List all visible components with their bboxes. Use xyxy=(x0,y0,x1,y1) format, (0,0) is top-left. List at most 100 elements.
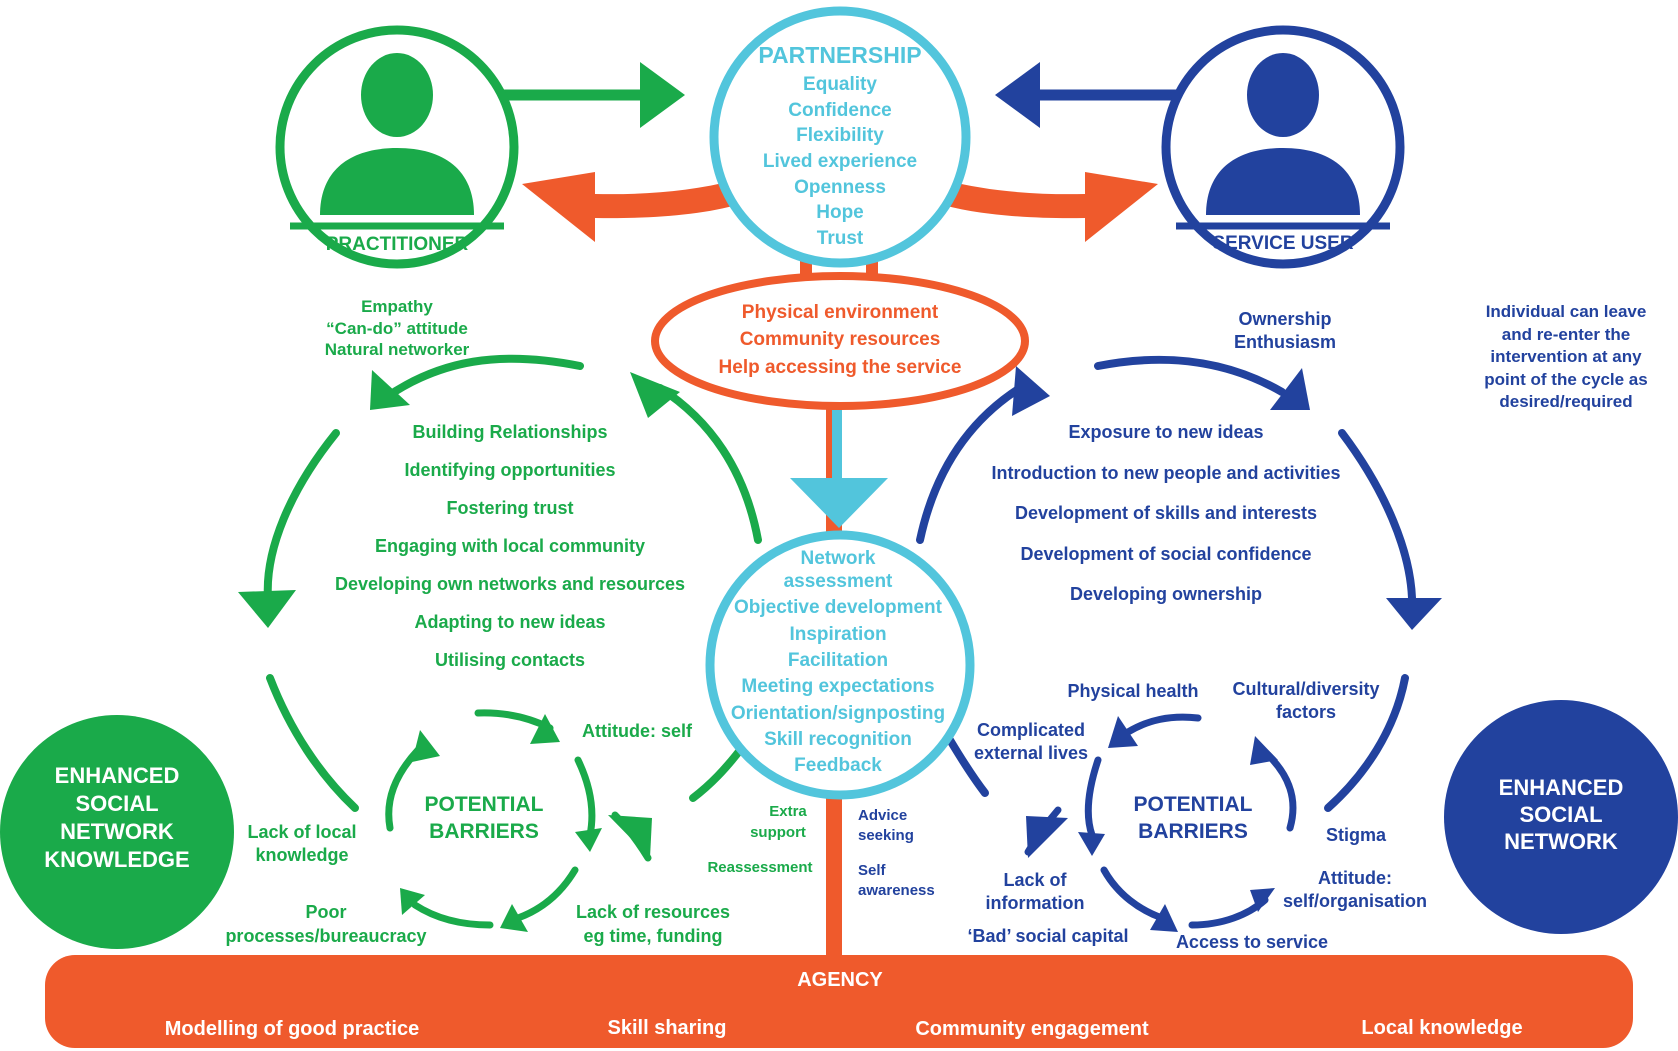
green-arrow-head xyxy=(640,62,685,128)
outcome-right-line: ENHANCED xyxy=(1499,775,1624,800)
partnership-item: Flexibility xyxy=(796,125,884,146)
center-item: Network xyxy=(801,548,876,569)
agency-item-skill-sharing: Skill sharing xyxy=(608,1017,727,1039)
right-barrier-arrowhead-5 xyxy=(1250,736,1278,765)
partnership-item: Equality xyxy=(803,74,877,95)
practitioner-trait: “Can-do” attitude xyxy=(326,319,468,338)
extra-support-label: support xyxy=(750,824,806,841)
service-user-cycle-item: Introduction to new people and activitie… xyxy=(991,463,1340,483)
right-barrier-physical-health: Physical health xyxy=(1067,681,1198,701)
service-user-label: SERVICE USER xyxy=(1212,233,1353,254)
intervention-note-line: intervention at any xyxy=(1490,347,1642,366)
left-barrier-lack-local: knowledge xyxy=(255,845,348,865)
center-item: Inspiration xyxy=(789,624,886,645)
practitioner-cycle-item: Utilising contacts xyxy=(435,650,585,670)
outcome-right-line: NETWORK xyxy=(1504,829,1618,854)
practitioner-cycle-item: Developing own networks and resources xyxy=(335,574,685,594)
service-user-cycle-item: Developing ownership xyxy=(1070,584,1262,604)
blue-arrowhead-top xyxy=(1270,368,1310,410)
practitioner-head-icon xyxy=(361,53,433,137)
left-barrier-arc-bottom xyxy=(514,866,579,922)
partnership-circle xyxy=(709,6,971,268)
right-barrier-arc-bottom xyxy=(1100,866,1166,922)
extra-support-label: Extra xyxy=(769,803,807,820)
service-user-trait: Enthusiasm xyxy=(1234,332,1336,352)
agency-item-community: Community engagement xyxy=(915,1018,1149,1040)
practitioner-cycle-item: Building Relationships xyxy=(412,422,607,442)
blue-cycle-arc-lower-left xyxy=(946,736,989,797)
right-barrier-cultural: Cultural/diversity xyxy=(1232,679,1379,699)
left-barrier-arrowhead-4 xyxy=(400,888,425,915)
practitioner-cycle-item: Fostering trust xyxy=(446,498,573,518)
service-user-cycle-arrowheads xyxy=(1012,366,1442,630)
center-group: Network assessment Objective development… xyxy=(705,530,975,800)
green-cycle-arc-left xyxy=(263,429,340,602)
left-barriers-title: BARRIERS xyxy=(429,820,539,843)
agency-group: AGENCY Modelling of good practice Skill … xyxy=(45,370,1633,1048)
left-barrier-arc-right xyxy=(574,756,596,839)
blue-cycle-arc-lower-right xyxy=(1324,674,1409,812)
blue-cycle-arc-top xyxy=(1094,355,1286,396)
reassessment-label: Reassessment xyxy=(707,859,812,876)
outcome-right-line: SOCIAL xyxy=(1519,802,1602,827)
practitioner-trait: Empathy xyxy=(361,297,433,316)
blue-cycle-arc-right xyxy=(1338,429,1416,602)
practitioner-cycle-item: Engaging with local community xyxy=(375,536,645,556)
right-barrier-arrowhead-6 xyxy=(1026,816,1068,858)
left-barriers-title: POTENTIAL xyxy=(425,793,544,816)
practitioner-cycle-item: Identifying opportunities xyxy=(405,460,616,480)
left-barriers: POTENTIAL BARRIERS Attitude: self Lack o… xyxy=(225,709,730,946)
orange-arrow-to-practitioner xyxy=(522,172,740,242)
left-barrier-attitude: Attitude: self xyxy=(582,721,693,741)
center-item: Feedback xyxy=(794,755,882,776)
service-user-cycle-text: Exposure to new ideas Introduction to ne… xyxy=(991,422,1340,604)
outcome-right-circle xyxy=(1444,700,1678,934)
agency-bar xyxy=(45,955,1633,1048)
blue-cycle-arc-left xyxy=(916,384,1024,544)
left-barrier-lack-resources: Lack of resources xyxy=(576,902,730,922)
environment-item: Physical environment xyxy=(742,302,939,323)
environment-item: Community resources xyxy=(740,329,941,350)
service-user-figure: SERVICE USER Ownership Enthusiasm xyxy=(1161,25,1405,352)
advice-seeking-label: seeking xyxy=(858,827,914,844)
center-circle xyxy=(705,530,975,800)
intervention-note-line: desired/required xyxy=(1499,392,1632,411)
center-right-notes: Advice seeking Self awareness xyxy=(858,807,935,899)
top-arrows xyxy=(490,62,1190,128)
left-barrier-arrowhead-5 xyxy=(412,730,440,762)
service-user-cycle-item: Development of social confidence xyxy=(1020,544,1311,564)
right-barrier-arrowhead-4 xyxy=(1250,888,1275,912)
service-user-cycle-item: Development of skills and interests xyxy=(1015,503,1317,523)
right-barrier-arc-left xyxy=(1084,756,1102,839)
left-barrier-arrowhead-1 xyxy=(530,714,560,744)
outcome-left: ENHANCED SOCIAL NETWORK KNOWLEDGE xyxy=(0,715,234,949)
practitioner-label: PRACTITIONER xyxy=(326,234,469,255)
right-barrier-attitude: Attitude: xyxy=(1318,868,1392,888)
right-barrier-complicated: external lives xyxy=(974,743,1088,763)
cyan-down-arrow xyxy=(790,410,888,528)
right-barrier-arrowhead-1 xyxy=(1108,716,1138,748)
cyan-arrow-head xyxy=(790,478,888,528)
intervention-note: Individual can leave and re-enter the in… xyxy=(1484,302,1647,411)
right-barrier-arrowhead-2 xyxy=(1078,832,1105,856)
left-barrier-poor-processes: processes/bureaucracy xyxy=(225,926,426,946)
partnership-group: PARTNERSHIP Equality Confidence Flexibil… xyxy=(709,6,971,268)
right-barrier-complicated: Complicated xyxy=(977,720,1085,740)
environment-item: Help accessing the service xyxy=(719,357,962,378)
orange-arrow-to-service-user xyxy=(940,172,1158,242)
environment-group: Physical environment Community resources… xyxy=(651,272,1029,410)
green-cycle-arc-lower-right xyxy=(689,741,748,802)
left-barrier-arc-left xyxy=(385,746,422,832)
right-barriers-title: POTENTIAL xyxy=(1134,793,1253,816)
green-arrowhead-right xyxy=(630,372,680,418)
right-barrier-cultural: factors xyxy=(1276,702,1336,722)
intervention-note-line: point of the cycle as xyxy=(1484,370,1647,389)
partnership-item: Hope xyxy=(816,202,864,223)
left-barrier-arrowhead-2 xyxy=(575,828,602,852)
partnership-item: Openness xyxy=(794,177,886,198)
outcome-left-line: SOCIAL xyxy=(75,791,158,816)
intervention-note-line: Individual can leave xyxy=(1486,302,1647,321)
center-item: Facilitation xyxy=(788,650,888,671)
